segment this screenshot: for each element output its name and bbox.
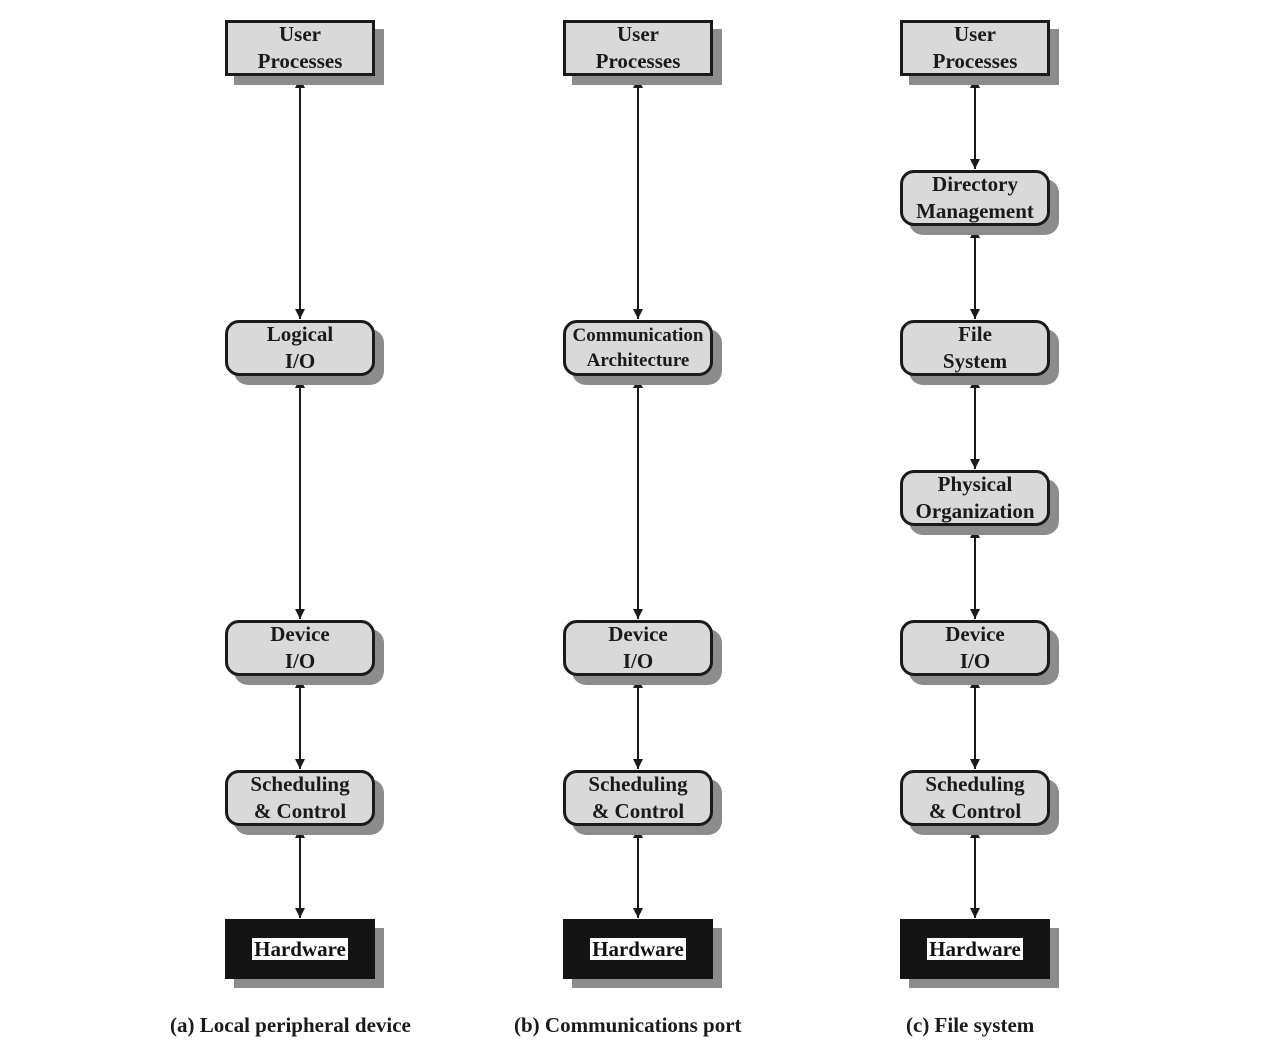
connector-arrows [295, 78, 305, 918]
box-line: Management [916, 199, 1034, 223]
box-line: User [279, 22, 321, 46]
box-line: Processes [932, 49, 1018, 73]
hardware-box: Hardware [225, 919, 375, 979]
box-line: & Control [591, 799, 685, 823]
box-line: User [617, 22, 659, 46]
caption-communications-port: (b) Communications port [514, 1013, 742, 1037]
column-file-system: User Processes Directory Management File… [900, 0, 1060, 1050]
box-line: Device [608, 622, 668, 646]
scheduling-control-box: Scheduling & Control [900, 770, 1050, 826]
box-line: Communication [572, 325, 704, 346]
device-io-box: Device I/O [563, 620, 713, 676]
hardware-box: Hardware [563, 919, 713, 979]
box-line: Scheduling [250, 772, 350, 796]
box-line: Organization [915, 499, 1035, 523]
file-system-box: File System [900, 320, 1050, 376]
user-processes-box: User Processes [563, 20, 713, 76]
logical-io-box: Logical I/O [225, 320, 375, 376]
hardware-label: Hardware [252, 937, 348, 961]
user-processes-box: User Processes [225, 20, 375, 76]
caption-file-system: (c) File system [906, 1013, 1035, 1037]
box-line: Architecture [586, 350, 690, 371]
box-line: Processes [595, 49, 681, 73]
column-communications-port: User Processes Communication Architectur… [563, 0, 723, 1050]
scheduling-control-box: Scheduling & Control [225, 770, 375, 826]
box-line: System [942, 349, 1008, 373]
box-line: Logical [266, 322, 334, 346]
box-line: I/O [959, 649, 991, 673]
box-line: File [958, 322, 992, 346]
user-processes-box: User Processes [900, 20, 1050, 76]
box-line: Physical [937, 472, 1013, 496]
hardware-label: Hardware [590, 937, 686, 961]
column-local-peripheral-device: User Processes Logical I/O Device I/O Sc… [225, 0, 385, 1050]
directory-management-box: Directory Management [900, 170, 1050, 226]
box-line: I/O [284, 649, 316, 673]
box-line: I/O [622, 649, 654, 673]
box-line: Processes [257, 49, 343, 73]
hardware-box: Hardware [900, 919, 1050, 979]
connector-arrows [970, 78, 980, 918]
box-line: User [954, 22, 996, 46]
caption-local-peripheral-device: (a) Local peripheral device [170, 1013, 411, 1037]
box-line: Scheduling [588, 772, 688, 796]
box-line: & Control [928, 799, 1022, 823]
physical-organization-box: Physical Organization [900, 470, 1050, 526]
box-line: Scheduling [925, 772, 1025, 796]
communication-architecture-box: Communication Architecture [563, 320, 713, 376]
box-line: & Control [253, 799, 347, 823]
connector-arrows [633, 78, 643, 918]
device-io-box: Device I/O [225, 620, 375, 676]
box-line: Directory [932, 172, 1018, 196]
hardware-label: Hardware [927, 937, 1023, 961]
box-line: I/O [284, 349, 316, 373]
device-io-box: Device I/O [900, 620, 1050, 676]
box-line: Device [270, 622, 330, 646]
scheduling-control-box: Scheduling & Control [563, 770, 713, 826]
box-line: Device [945, 622, 1005, 646]
